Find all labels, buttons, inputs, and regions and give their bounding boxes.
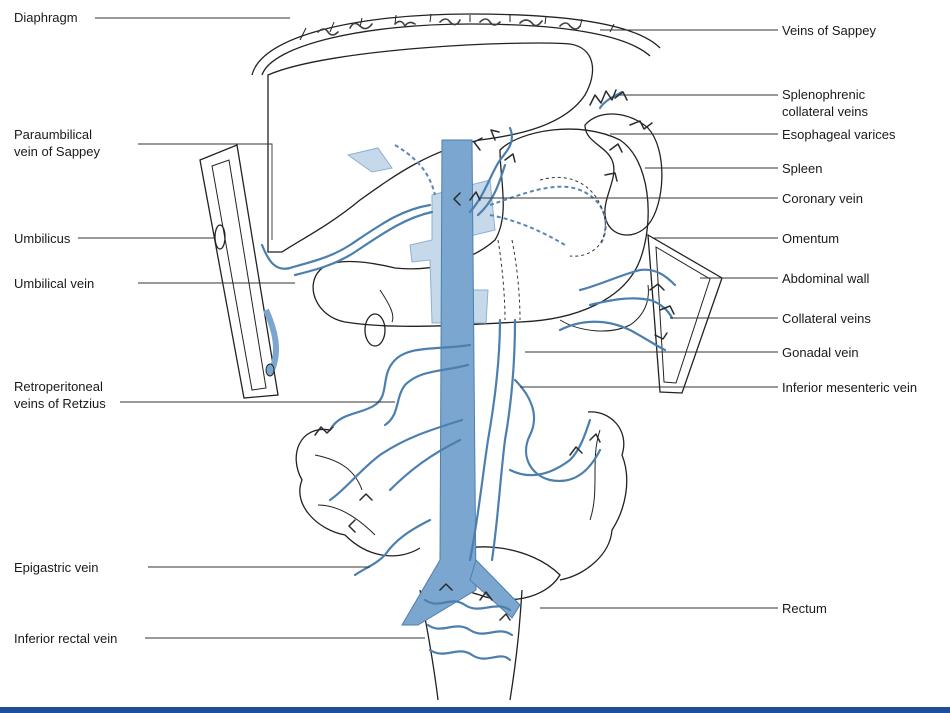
label-rectum: Rectum	[782, 601, 827, 616]
spleen	[584, 113, 663, 236]
label-inferior-rectal-vein: Inferior rectal vein	[14, 631, 118, 646]
leader-lines	[78, 17, 778, 639]
liver	[267, 42, 594, 253]
label-esophageal-varices: Esophageal varices	[782, 127, 896, 142]
bottom-border-bar	[0, 707, 950, 713]
label-veins-of-sappey: Veins of Sappey	[782, 23, 876, 38]
label-abdominal-wall: Abdominal wall	[782, 271, 870, 286]
label-paraumbilical-line1: Paraumbilical	[14, 127, 93, 142]
label-paraumbilical-line2: vein of Sappey	[14, 144, 101, 159]
inferior-vena-cava	[401, 139, 477, 626]
label-splenophrenic-line1: Splenophrenic	[782, 87, 866, 102]
label-paraumbilical-vein: Paraumbilical vein of Sappey	[14, 126, 100, 160]
veins-of-sappey	[317, 18, 581, 36]
abdominal-wall-left	[199, 144, 279, 399]
abdominal-wall-right	[647, 233, 723, 394]
label-omentum: Omentum	[782, 231, 840, 246]
label-umbilical-vein: Umbilical vein	[14, 276, 95, 291]
label-retroperitoneal-veins: Retroperitoneal veins of Retzius	[14, 378, 106, 412]
label-inferior-mesenteric-vein: Inferior mesenteric vein	[782, 380, 918, 395]
label-spleen: Spleen	[782, 161, 823, 176]
label-retroperitoneal-line2: veins of Retzius	[14, 396, 106, 411]
label-gonadal-vein: Gonadal vein	[782, 345, 859, 360]
label-diaphragm: Diaphragm	[14, 10, 78, 25]
label-splenophrenic-line2: collateral veins	[782, 104, 868, 119]
pylorus-ring	[364, 313, 386, 347]
collateral-veins	[260, 90, 677, 662]
label-epigastric-vein: Epigastric vein	[14, 560, 99, 575]
varices-twigs	[314, 89, 675, 621]
label-retroperitoneal-line1: Retroperitoneal	[14, 379, 103, 394]
descending-colon	[559, 411, 628, 581]
label-umbilicus: Umbilicus	[14, 231, 71, 246]
diaphragm	[251, 13, 661, 76]
label-collateral-veins: Collateral veins	[782, 311, 871, 326]
label-splenophrenic-collateral-veins: Splenophrenic collateral veins	[782, 86, 868, 120]
label-coronary-vein: Coronary vein	[782, 191, 863, 206]
